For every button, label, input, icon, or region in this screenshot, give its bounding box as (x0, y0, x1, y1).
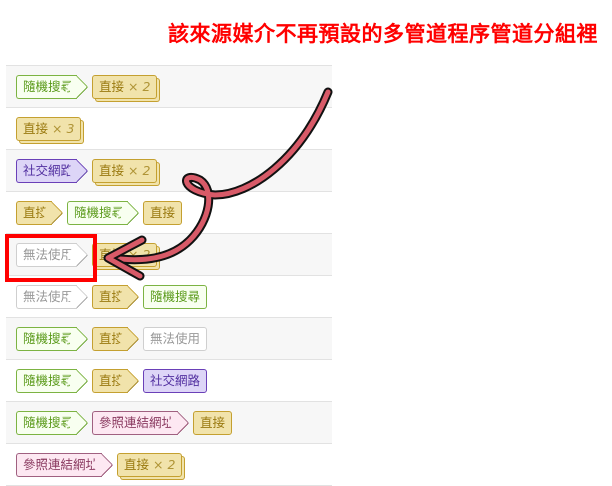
channel-chip-direct[interactable]: 直接 (92, 284, 129, 309)
repeat-count: × 2 (153, 456, 176, 472)
channel-label: 直接 (99, 372, 125, 388)
channel-chip-green[interactable]: 隨機搜尋 (16, 368, 78, 393)
channel-chip-direct[interactable]: 直接 (92, 368, 129, 393)
channel-label: 隨機搜尋 (23, 78, 74, 94)
channel-label: 無法使用 (150, 330, 201, 346)
channel-label: 隨機搜尋 (23, 330, 74, 346)
table-row: 隨機搜尋 直接× 2 (6, 66, 332, 108)
channel-label: 直接 (124, 456, 150, 472)
table-row: 隨機搜尋 直接 無法使用 (6, 318, 332, 360)
channel-chip-direct[interactable]: 直接 (92, 326, 129, 351)
channel-label: 直接 (99, 162, 125, 178)
table-row: 參照連結網址 直接× 2 (6, 444, 332, 486)
channel-label: 直接 (99, 330, 125, 346)
repeat-count: × 2 (128, 162, 151, 178)
channel-chip-green[interactable]: 隨機搜尋 (16, 326, 78, 351)
channel-chip-green[interactable]: 隨機搜尋 (143, 284, 208, 309)
channel-label: 參照連結網址 (23, 456, 99, 472)
channel-label: 隨機搜尋 (74, 204, 125, 220)
channel-label: 直接 (200, 414, 226, 430)
table-row: 直接 隨機搜尋 直接 (6, 192, 332, 234)
channel-label: 社交網路 (23, 162, 74, 178)
channel-chip-green[interactable]: 隨機搜尋 (16, 74, 78, 99)
channel-chip-green[interactable]: 隨機搜尋 (67, 200, 129, 225)
channel-chip-social[interactable]: 社交網路 (16, 158, 78, 183)
channel-chip-direct[interactable]: 直接× 3 (16, 116, 82, 141)
channel-label: 直接 (23, 204, 49, 220)
table-row: 無法使用 直接 隨機搜尋 (6, 276, 332, 318)
repeat-count: × 2 (128, 78, 151, 94)
channel-label: 無法使用 (23, 246, 74, 262)
channel-chip-direct[interactable]: 直接 (16, 200, 53, 225)
channel-chip-na[interactable]: 無法使用 (16, 242, 78, 267)
channel-label: 參照連結網址 (99, 414, 175, 430)
channel-chip-direct[interactable]: 直接 (193, 410, 233, 435)
channel-chip-social[interactable]: 社交網路 (143, 368, 208, 393)
channel-chip-na[interactable]: 無法使用 (143, 326, 208, 351)
channel-label: 隨機搜尋 (23, 372, 74, 388)
channel-label: 直接 (99, 288, 125, 304)
channel-label: 直接 (150, 204, 176, 220)
table-row: 直接× 3 (6, 108, 332, 150)
channel-label: 隨機搜尋 (23, 414, 74, 430)
channel-label: 隨機搜尋 (150, 288, 201, 304)
channel-chip-direct[interactable]: 直接× 2 (92, 158, 158, 183)
table-row: 隨機搜尋 參照連結網址 直接 (6, 402, 332, 444)
channel-chip-direct[interactable]: 直接× 2 (117, 452, 183, 477)
channel-label: 社交網路 (150, 372, 201, 388)
table-row: 隨機搜尋 直接 社交網路 (6, 360, 332, 402)
channel-chip-na[interactable]: 無法使用 (16, 284, 78, 309)
channel-label: 無法使用 (23, 288, 74, 304)
channel-label: 直接 (99, 78, 125, 94)
annotation-title: 該來源媒介不再預設的多管道程序管道分組裡 (168, 22, 598, 46)
channel-chip-ref[interactable]: 參照連結網址 (16, 452, 103, 477)
channel-chip-direct[interactable]: 直接× 2 (92, 74, 158, 99)
channel-chip-direct[interactable]: 直接 (143, 200, 183, 225)
channel-chip-ref[interactable]: 參照連結網址 (92, 410, 179, 435)
repeat-count: × 3 (52, 120, 75, 136)
highlight-box (5, 234, 97, 282)
channel-label: 直接 (23, 120, 49, 136)
channel-chip-green[interactable]: 隨機搜尋 (16, 410, 78, 435)
